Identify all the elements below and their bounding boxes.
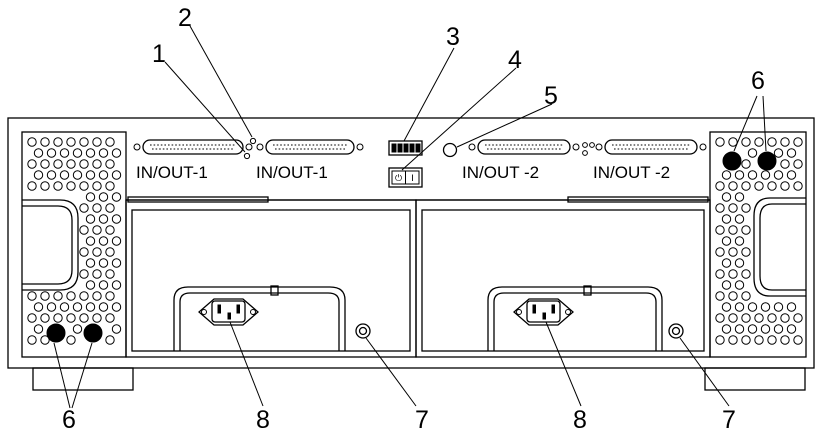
thumbscrew-icon bbox=[46, 323, 66, 343]
power-socket-icon bbox=[198, 298, 259, 326]
port-label-in-out-1: IN/OUT-1 bbox=[136, 163, 208, 182]
led-icon bbox=[582, 142, 588, 148]
callout-8-right: 8 bbox=[573, 406, 587, 433]
callout-7-right: 7 bbox=[722, 406, 736, 433]
callout-5: 5 bbox=[544, 82, 558, 110]
thumbscrew-icon bbox=[83, 323, 103, 343]
callout-leader-lines bbox=[53, 25, 767, 409]
port-label-in-out-1: IN/OUT-1 bbox=[256, 163, 328, 182]
callout-3: 3 bbox=[446, 23, 460, 51]
led-icon bbox=[243, 152, 251, 160]
callout-2: 2 bbox=[178, 4, 192, 32]
callout-8-left: 8 bbox=[256, 406, 270, 433]
power-supply-left bbox=[131, 209, 411, 352]
power-supply-bay-right bbox=[415, 199, 711, 358]
led-icon bbox=[249, 137, 257, 145]
left-vent-grille-icon bbox=[27, 137, 122, 345]
callout-7-left: 7 bbox=[415, 406, 429, 433]
power-switch-icon: ⏻ I bbox=[388, 167, 423, 188]
power-socket-icon bbox=[513, 298, 574, 326]
chassis-outline bbox=[7, 117, 815, 369]
reset-button-icon bbox=[442, 142, 458, 158]
psu-handle-icon bbox=[173, 286, 346, 351]
port-label-in-out-2: IN/OUT -2 bbox=[462, 163, 539, 182]
serial-port-icon bbox=[133, 139, 253, 155]
right-vent-grille-icon bbox=[715, 137, 803, 345]
callout-4: 4 bbox=[508, 46, 522, 74]
serial-port-icon bbox=[468, 139, 580, 155]
power-on-symbol: I bbox=[411, 174, 414, 184]
thumbscrew-icon bbox=[757, 151, 777, 171]
power-supply-bay-left bbox=[125, 199, 417, 358]
right-foot bbox=[704, 367, 806, 391]
dip-switch-icon bbox=[388, 140, 423, 156]
power-supply-right bbox=[421, 209, 705, 352]
led-icon bbox=[582, 150, 588, 156]
thumbscrew-icon bbox=[722, 151, 742, 171]
power-off-symbol: ⏻ bbox=[395, 173, 402, 184]
left-handle-icon bbox=[22, 199, 79, 291]
callout-6-top: 6 bbox=[751, 67, 765, 95]
psu-handle-icon bbox=[487, 286, 663, 351]
serial-port-icon bbox=[256, 139, 364, 155]
screw-icon bbox=[355, 323, 371, 339]
right-handle-icon bbox=[753, 197, 806, 297]
screw-icon bbox=[668, 323, 684, 339]
port-label-in-out-2: IN/OUT -2 bbox=[593, 163, 670, 182]
serial-port-icon bbox=[595, 139, 707, 155]
left-foot bbox=[32, 367, 134, 391]
callout-1: 1 bbox=[152, 40, 166, 68]
led-icon bbox=[589, 142, 595, 148]
callout-6-bottom: 6 bbox=[62, 406, 76, 433]
